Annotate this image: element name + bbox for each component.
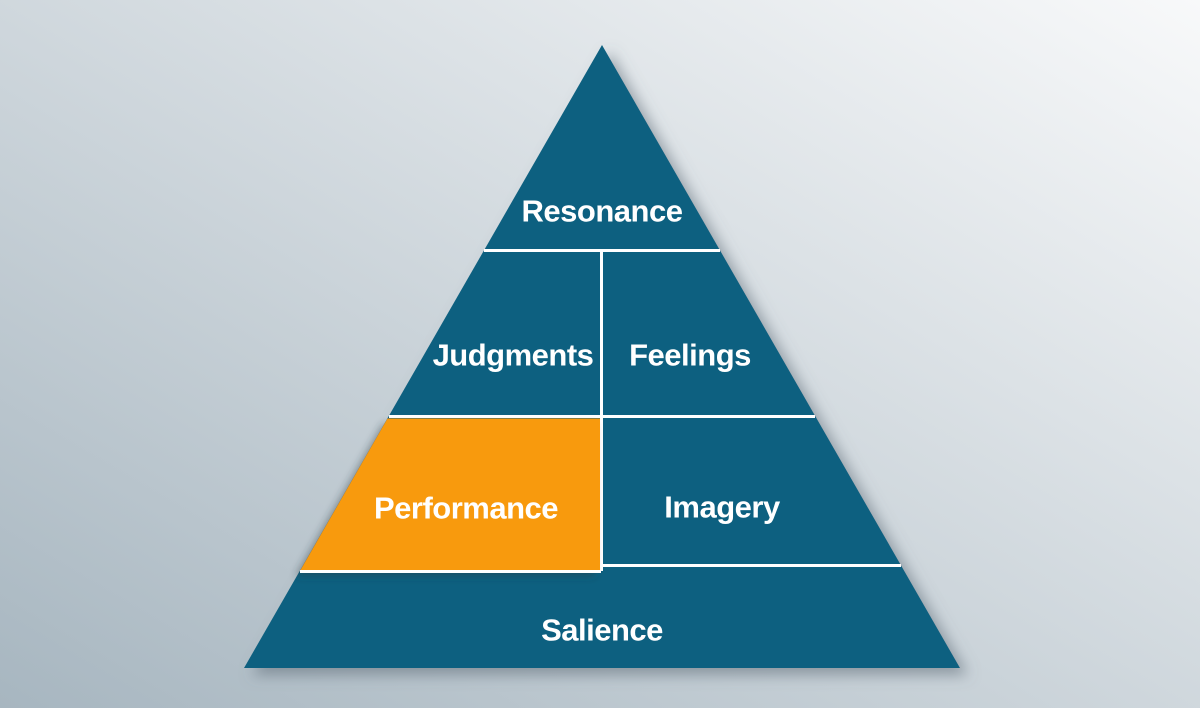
- performance-tile: [300, 418, 600, 570]
- label-imagery: Imagery: [664, 490, 781, 525]
- label-resonance: Resonance: [522, 194, 683, 229]
- label-salience: Salience: [541, 613, 663, 648]
- label-judgments: Judgments: [433, 338, 594, 373]
- label-performance: Performance: [374, 491, 558, 526]
- performance-tile-group: [300, 418, 600, 570]
- label-feelings: Feelings: [629, 338, 751, 373]
